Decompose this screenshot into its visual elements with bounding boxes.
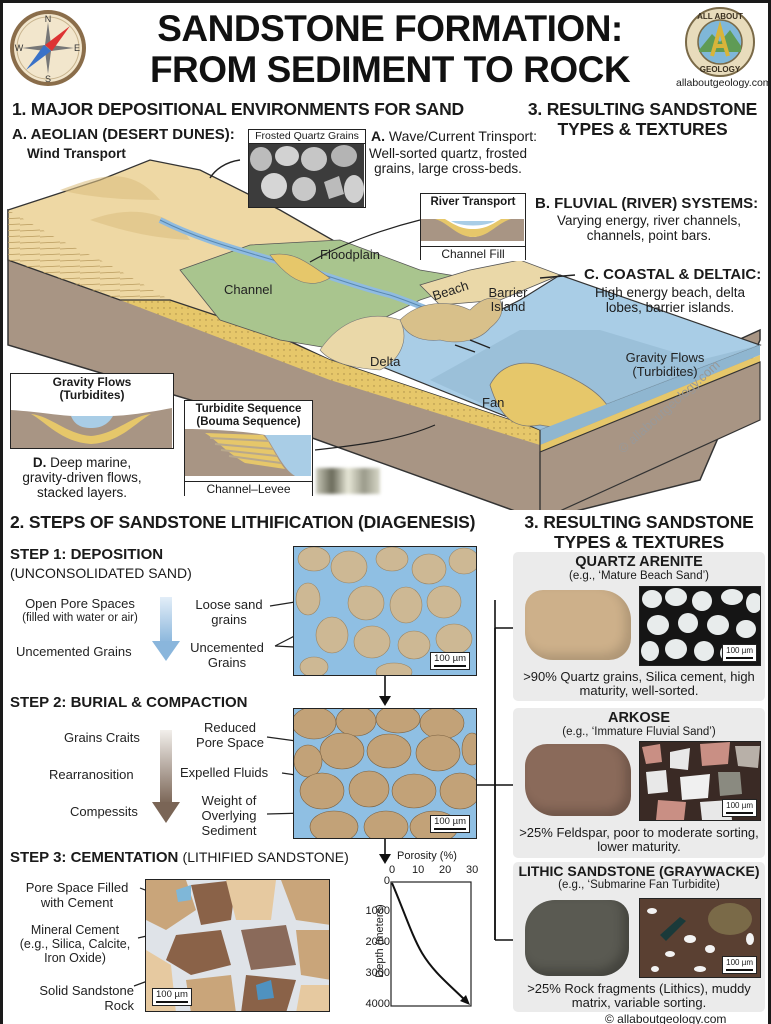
title-line-1: SANDSTONE FORMATION: <box>157 8 623 49</box>
section3-heading: 3. RESULTING SANDSTONE TYPES & TEXTURES <box>524 512 754 552</box>
porosity-chart-title: Porosity (%) <box>397 850 457 862</box>
label-floodplain: Floodplain <box>320 247 380 262</box>
bouma-sequence-cross-section <box>185 429 311 476</box>
quartz-arenite-thin-section: 100 µm <box>639 586 761 666</box>
step2-label-grains: Grains Craits <box>64 730 140 745</box>
blurred-artifact-image <box>316 468 380 494</box>
step1-subtitle: (UNCONSOLIDATED SAND) <box>10 565 192 581</box>
step3-title: STEP 3: CEMENTATION (LITHIFIED SANDSTONE… <box>10 849 349 866</box>
label-channel: Channel <box>224 282 273 297</box>
step2-scale-bar: 100 µm <box>430 815 470 833</box>
quartz-arenite-rock-sample <box>525 590 631 660</box>
step1-micrograph: 100 µm <box>293 546 477 676</box>
step2-callout-reduced-pore: Reduced Pore Space <box>196 720 264 750</box>
aeolian-subtitle: Wind Transport <box>27 146 126 161</box>
wave-transport-text: Well-sorted quartz, frosted grains, larg… <box>368 146 528 176</box>
quartz-arenite-description: >90% Quartz grains, Silica cement, high … <box>523 669 755 698</box>
aeolian-title: A. AEOLIAN (DESERT DUNES): <box>12 126 235 143</box>
svg-text:E: E <box>74 43 80 53</box>
svg-text:GEOLOGY: GEOLOGY <box>700 65 741 74</box>
step2-callout-expelled: Expelled Fluids <box>180 765 269 780</box>
section2-heading: 2. STEPS OF SANDSTONE LITHIFICATION (DIA… <box>10 512 476 532</box>
coastal-text: High energy beach, delta lobes, barrier … <box>594 285 746 315</box>
step3-callout-mineral-cement: Mineral Cement (e.g., Silica, Calcite, I… <box>19 923 131 965</box>
step2-callout-weight: Weight of Overlying Sediment <box>201 793 257 838</box>
svg-text:ALL ABOUT: ALL ABOUT <box>697 12 743 21</box>
type-card-quartz-arenite: QUARTZ ARENITE (e.g., ‘Mature Beach Sand… <box>513 552 765 701</box>
footer-credit: © allaboutgeology.com <box>605 1012 727 1024</box>
step1-label-uncemented: Uncemented Grains <box>16 644 132 659</box>
section1-heading: 1. MAJOR DEPOSITIONAL ENVIRONMENTS FOR S… <box>12 99 464 119</box>
frosted-quartz-title: Frosted Quartz Grains <box>249 130 365 144</box>
all-about-geology-logo-icon: ALL ABOUT GEOLOGY <box>685 7 755 77</box>
wave-transport-title: A. Wave/Current Trinsport: <box>371 128 537 144</box>
label-barrier-island: Barrier Island <box>488 285 528 314</box>
arkose-description: >25% Feldspar, poor to moderate sorting,… <box>519 825 759 854</box>
fluvial-text: Varying energy, river channels, channels… <box>556 213 742 243</box>
step1-title: STEP 1: DEPOSITION <box>10 546 164 563</box>
frosted-quartz-inset: Frosted Quartz Grains <box>248 129 366 208</box>
site-url[interactable]: allaboutgeology.com <box>676 77 771 89</box>
step1-scale-bar: 100 µm <box>430 652 470 670</box>
type-card-lithic-sandstone: LITHIC SANDSTONE (GRAYWACKE) (e.g., ‘Sub… <box>513 862 765 1012</box>
porosity-depth-chart <box>390 881 472 1007</box>
page-title: SANDSTONE FORMATION: FROM SEDIMENT TO RO… <box>120 8 660 90</box>
type-card-arkose: ARKOSE (e.g., ‘Immature Fluvial Sand’) 1… <box>513 708 765 858</box>
depositional-environments-block-diagram <box>7 159 762 510</box>
step3-callout-solid-rock: Solid Sandstone Rock <box>39 983 134 1013</box>
porosity-y-label: Depth (meters) <box>374 904 386 978</box>
step-flow-arrows <box>379 676 391 864</box>
label-delta: Delta <box>370 354 401 369</box>
arkose-thin-section: 100 µm <box>639 741 761 821</box>
label-gravity-flows: Gravity Flows (Turbidites) <box>625 350 705 379</box>
step3-micrograph: 100 µm <box>145 879 330 1012</box>
step2-label-rearrangement: Rearranosition <box>49 767 134 782</box>
step1-down-arrow-icon <box>152 597 180 661</box>
step1-callout-loose: Loose sand grains <box>195 597 263 627</box>
svg-text:W: W <box>15 43 24 53</box>
channel-fill-cross-section <box>421 209 524 241</box>
step2-title: STEP 2: BURIAL & COMPACTION <box>10 694 248 711</box>
gravity-flows-inset: Gravity Flows (Turbidites) <box>10 373 174 449</box>
step3-scale-bar: 100 µm <box>152 988 192 1006</box>
lithic-rock-sample <box>525 900 629 976</box>
step2-label-compaction: Compessits <box>70 804 138 819</box>
section3-top-heading: 3. RESULTING SANDSTONE TYPES & TEXTURES <box>527 99 758 139</box>
deep-marine-text: D. Deep marine, gravity-driven flows, st… <box>22 455 142 500</box>
compass-icon: N E S W <box>10 10 86 86</box>
lithic-thin-section: 100 µm <box>639 898 761 978</box>
step2-down-arrow-icon <box>152 730 180 823</box>
step1-callout-uncemented: Uncemented Grains <box>190 640 264 670</box>
step1-label-pores: Open Pore Spaces (filled with water or a… <box>22 596 138 625</box>
arkose-rock-sample <box>525 744 631 816</box>
label-fan: Fan <box>482 395 505 410</box>
river-transport-inset: River Transport Channel Fill <box>420 193 526 261</box>
gravity-flow-cross-section <box>11 408 172 448</box>
lithic-description: >25% Rock fragments (Lithics), muddy mat… <box>527 981 751 1010</box>
svg-text:N: N <box>45 14 52 24</box>
svg-text:S: S <box>45 74 51 84</box>
step3-callout-pore-cement: Pore Space Filled with Cement <box>25 880 129 910</box>
step2-micrograph: 100 µm <box>293 708 477 839</box>
turbidite-sequence-inset: Turbidite Sequence (Bouma Sequence) Chan… <box>184 400 313 496</box>
title-line-2: FROM SEDIMENT TO ROCK <box>149 49 631 90</box>
frosted-quartz-sem-image <box>249 144 364 207</box>
fluvial-title: B. FLUVIAL (RIVER) SYSTEMS: <box>535 195 759 212</box>
coastal-title: C. COASTAL & DELTAIC: <box>584 266 762 283</box>
